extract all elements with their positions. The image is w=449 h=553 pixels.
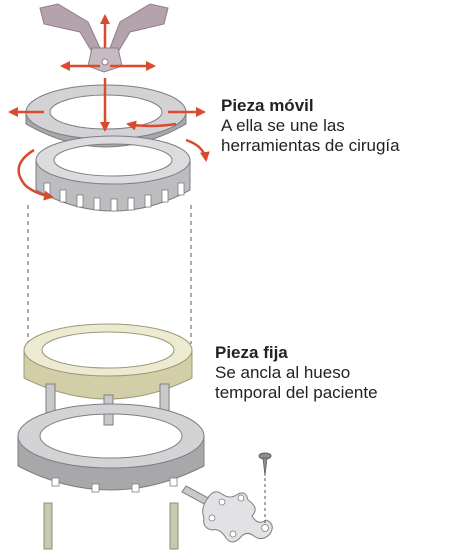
rotate-arrow-icon [17,148,54,201]
gear-tooth [76,194,84,208]
callout-title: Pieza fija [215,343,288,362]
arm-center-hole [101,58,109,66]
anchor-hole [237,494,245,502]
guide-lines [27,205,192,344]
base-notch [131,483,140,493]
base-notch [91,483,100,493]
base-notch [169,477,178,487]
gear-ring [35,135,191,212]
screw-shaft [262,457,268,477]
gear-ring-top [35,135,191,185]
gear-rotation [17,138,210,201]
callout-text-line: temporal del paciente [215,383,378,402]
rotate-arrow-icon [126,120,177,131]
callout-text-line: A ella se une las [221,116,345,135]
rotate-arrow-icon [185,138,210,162]
callout-text-line: Se ancla al hueso [215,363,351,382]
fixed-base-ring [17,403,205,493]
anchor-hole [229,530,237,538]
gear-teeth [43,182,185,212]
gear-tooth [59,189,67,203]
anchor-pins [43,502,179,550]
callout-title: Pieza móvil [221,96,314,115]
gear-tooth [93,197,101,211]
gear-tooth [43,182,51,196]
fixed-cream-ring [23,323,193,400]
arm-arrows [60,14,156,71]
anchor-hole [218,498,226,506]
callout-pieza-movil: Pieza móvil A ella se une las herramient… [221,96,449,156]
pin-right [169,502,179,550]
base-notch [51,477,60,487]
gear-tooth [177,182,185,196]
gear-tooth [161,189,169,203]
base-notches [51,477,178,493]
callout-text-line: herramientas de cirugía [221,136,400,155]
anchor-hole [208,514,216,522]
cream-ring-top [23,323,193,377]
gear-tooth [144,194,152,208]
arm-left-wing [39,3,101,53]
gear-tooth [127,197,135,211]
base-ring-top [17,403,205,469]
anchor-plate [181,452,273,543]
callout-pieza-fija: Pieza fija Se ancla al hueso temporal de… [215,343,445,403]
anchor-hole [261,524,269,532]
ring-arrows [8,78,206,132]
gear-tooth [110,198,118,212]
arm-right-wing [109,3,169,53]
pin-left [43,502,53,550]
